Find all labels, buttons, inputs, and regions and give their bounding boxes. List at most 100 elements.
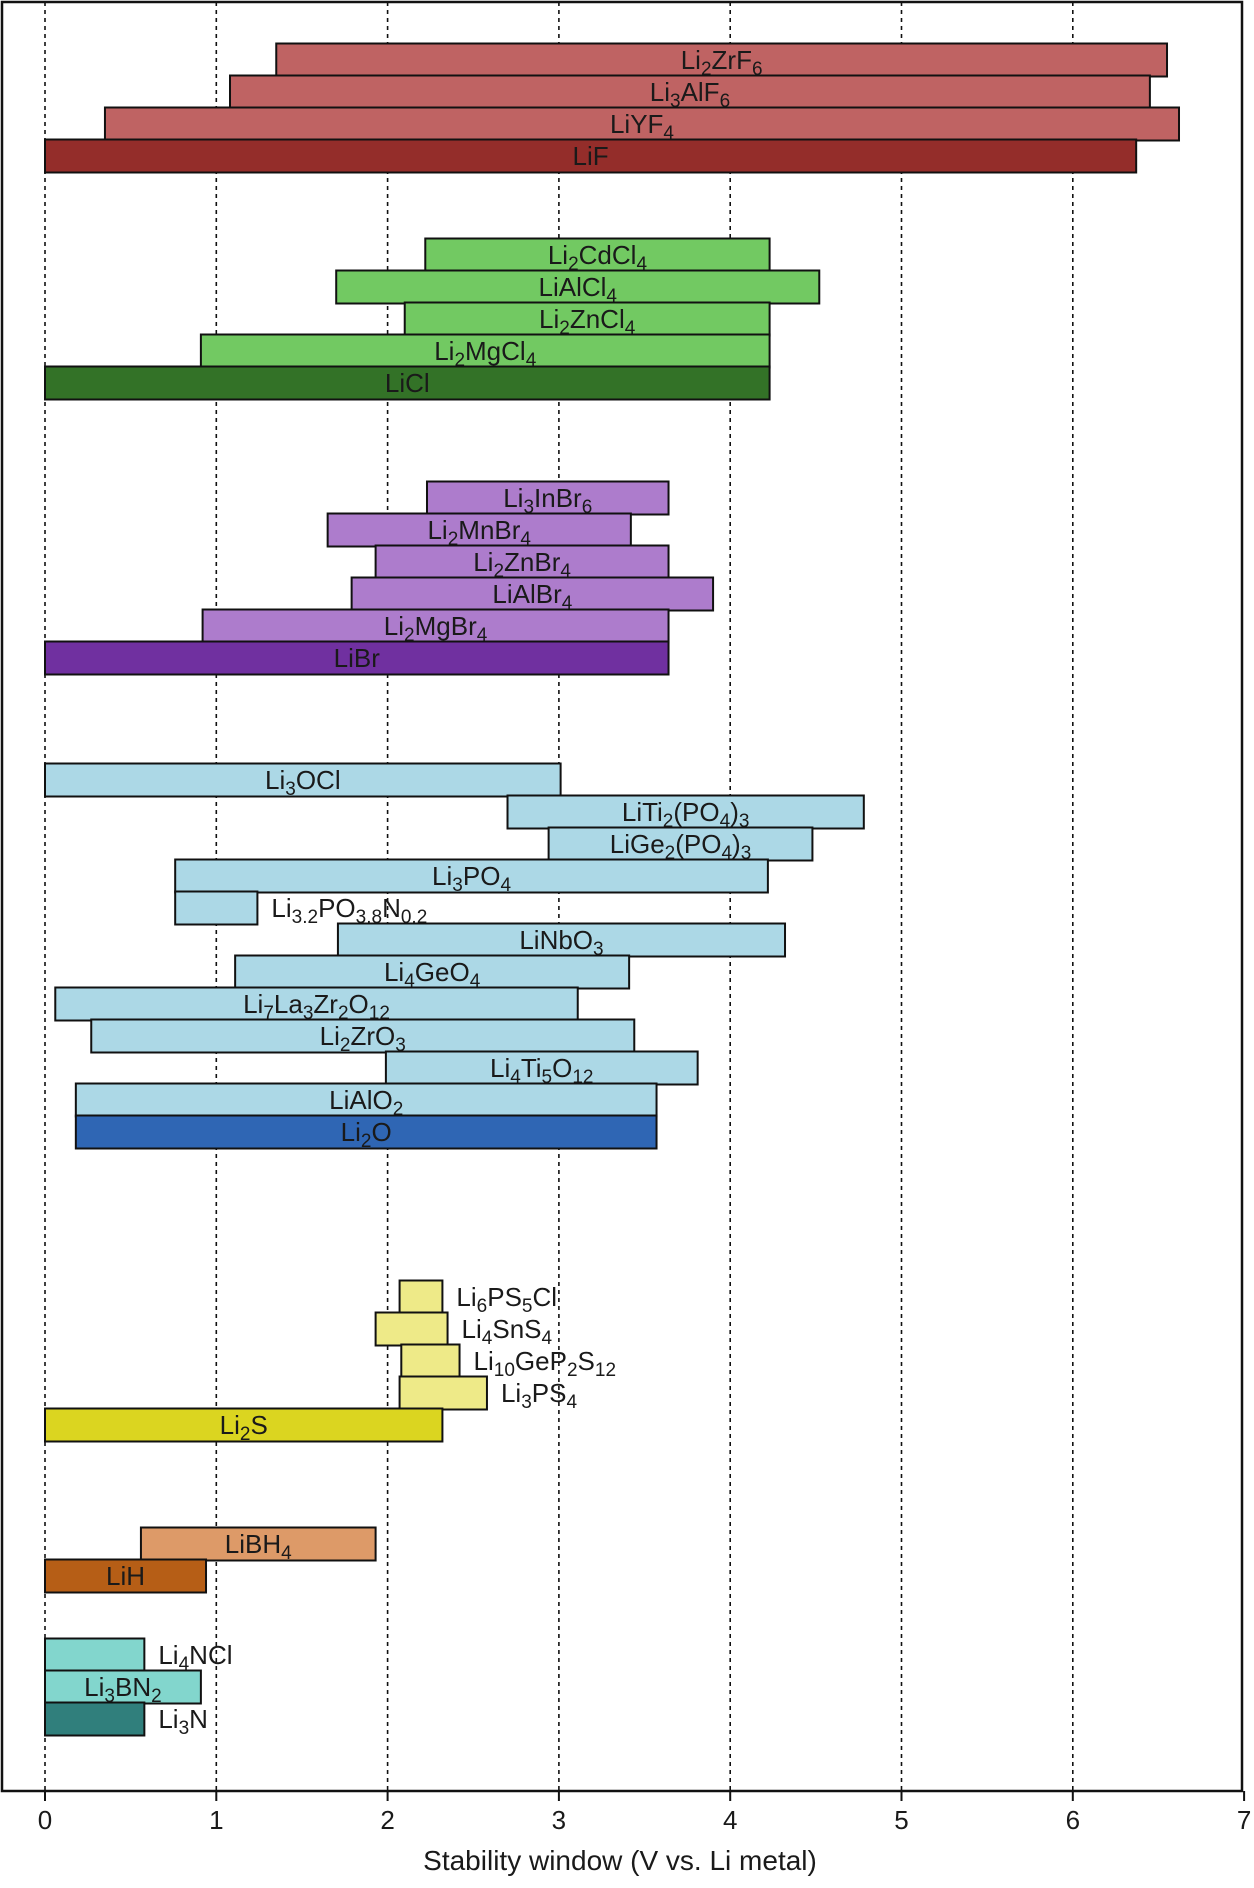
bar-group: Li6PS5Cl [398, 1279, 557, 1317]
bar [234, 954, 631, 990]
bar [44, 138, 1138, 174]
bar-group: Li3.2PO3.8N0.2 [174, 890, 427, 928]
bar-label: LiAlBr4 [492, 579, 572, 614]
bar-group: Li10GeP2S12 [400, 1343, 616, 1381]
bar-group: Li2MgBr4 [201, 608, 670, 646]
bar-label: Li3OCl [265, 765, 341, 800]
bar-label: LiBr [334, 643, 381, 673]
bar [229, 74, 1151, 110]
bar-group: Li2ZrF6 [275, 42, 1169, 80]
bar-group: LiCl [44, 365, 771, 401]
bar-group: Li4Ti5O12 [384, 1050, 699, 1088]
bar-group: Li2MgCl4 [199, 333, 771, 371]
bar-label: Li7La3Zr2O12 [243, 989, 390, 1024]
tick-label: 3 [552, 1805, 566, 1835]
bar-group: Li3PO4 [174, 858, 769, 896]
bar-group: Li2O [74, 1114, 658, 1152]
bar-group: Li3BN2 [44, 1669, 202, 1707]
bar-label: Li3N [158, 1704, 208, 1739]
bar-group: Li4GeO4 [234, 954, 631, 992]
bar-group: Li3InBr6 [425, 480, 670, 518]
bar-group: Li2ZnCl4 [403, 301, 771, 339]
bar-group: Li3AlF6 [229, 74, 1151, 112]
bar-label: LiYF4 [610, 109, 674, 144]
bar-label: Li2MnBr4 [427, 515, 531, 550]
bar-label: Li3InBr6 [503, 483, 592, 518]
bar [174, 858, 769, 894]
bar [335, 269, 821, 305]
bar-label: Li3PS4 [501, 1378, 578, 1413]
bar-label: LiCl [385, 368, 430, 398]
bar [326, 512, 632, 548]
bar-label: Li4Ti5O12 [490, 1053, 593, 1088]
bar-group: LiBr [44, 640, 670, 676]
bar-group: Li2S [44, 1407, 444, 1445]
bar-group: Li4SnS4 [374, 1311, 553, 1349]
bar-group: LiBH4 [139, 1526, 377, 1564]
bar [384, 1050, 699, 1086]
bar-group: Li3N [44, 1701, 208, 1739]
bar [44, 1701, 146, 1737]
bar [201, 608, 670, 644]
bar-group: LiAlBr4 [350, 576, 715, 614]
bar [44, 365, 771, 401]
bar [506, 794, 865, 830]
bar [44, 640, 670, 676]
bar-group: Li3OCl [44, 762, 562, 800]
bar [350, 576, 715, 612]
bar-label: Li2ZrO3 [320, 1021, 406, 1056]
bar-label: Li3.2PO3.8N0.2 [271, 893, 427, 928]
bar-group: Li2CdCl4 [424, 237, 771, 275]
bar-label: Li10GeP2S12 [474, 1346, 616, 1381]
bar [400, 1343, 461, 1379]
bar [424, 237, 771, 273]
bar-label: Li2ZnBr4 [473, 547, 571, 582]
bar-label: LiTi2(PO4)3 [622, 797, 750, 832]
bar-group: Li2ZrO3 [90, 1018, 636, 1056]
bar-label: LiAlCl4 [538, 272, 617, 307]
bar-label: Li3PO4 [432, 861, 511, 896]
bar-group: LiNbO3 [336, 922, 787, 960]
bar [425, 480, 670, 516]
bar [44, 1669, 202, 1705]
tick-label: 2 [380, 1805, 394, 1835]
bar-label: Li3AlF6 [650, 77, 730, 112]
bar [398, 1375, 488, 1411]
bar [398, 1279, 444, 1315]
bar [90, 1018, 636, 1054]
bar-label: Li2S [220, 1410, 268, 1445]
bar-label: Li2ZnCl4 [539, 304, 636, 339]
bar [275, 42, 1169, 78]
bar [74, 1114, 658, 1150]
bar [74, 1082, 658, 1118]
bar [139, 1526, 377, 1562]
bar-group: Li2ZnBr4 [374, 544, 670, 582]
bar-label: Li4NCl [158, 1640, 232, 1675]
bar-label: Li6PS5Cl [456, 1282, 557, 1317]
bar-label: LiGe2(PO4)3 [610, 829, 752, 864]
bar-label: LiAlO2 [329, 1085, 403, 1120]
bar [103, 106, 1181, 142]
tick-label: 6 [1066, 1805, 1080, 1835]
bar-group: LiAlO2 [74, 1082, 658, 1120]
bar-label: Li4GeO4 [384, 957, 481, 992]
bar [44, 762, 562, 798]
bar [44, 1407, 444, 1443]
bar-label: LiNbO3 [519, 925, 603, 960]
bar-group: Li2MnBr4 [326, 512, 632, 550]
bar-label: LiF [573, 141, 609, 171]
bar [174, 890, 259, 926]
bar-group: LiYF4 [103, 106, 1181, 144]
bar [374, 1311, 449, 1347]
bar-label: Li2MgBr4 [384, 611, 488, 646]
bar-label: LiBH4 [225, 1529, 292, 1564]
bar [44, 1558, 208, 1594]
bars: Li2ZrF6Li3AlF6LiYF4LiFLi2CdCl4LiAlCl4Li2… [44, 42, 1181, 1739]
plot-frame [0, 0, 1244, 1793]
bar [44, 1637, 146, 1673]
bar-label: Li2CdCl4 [548, 240, 648, 275]
bar-label: Li2O [341, 1117, 392, 1152]
tick-label: 5 [894, 1805, 908, 1835]
bar [199, 333, 771, 369]
